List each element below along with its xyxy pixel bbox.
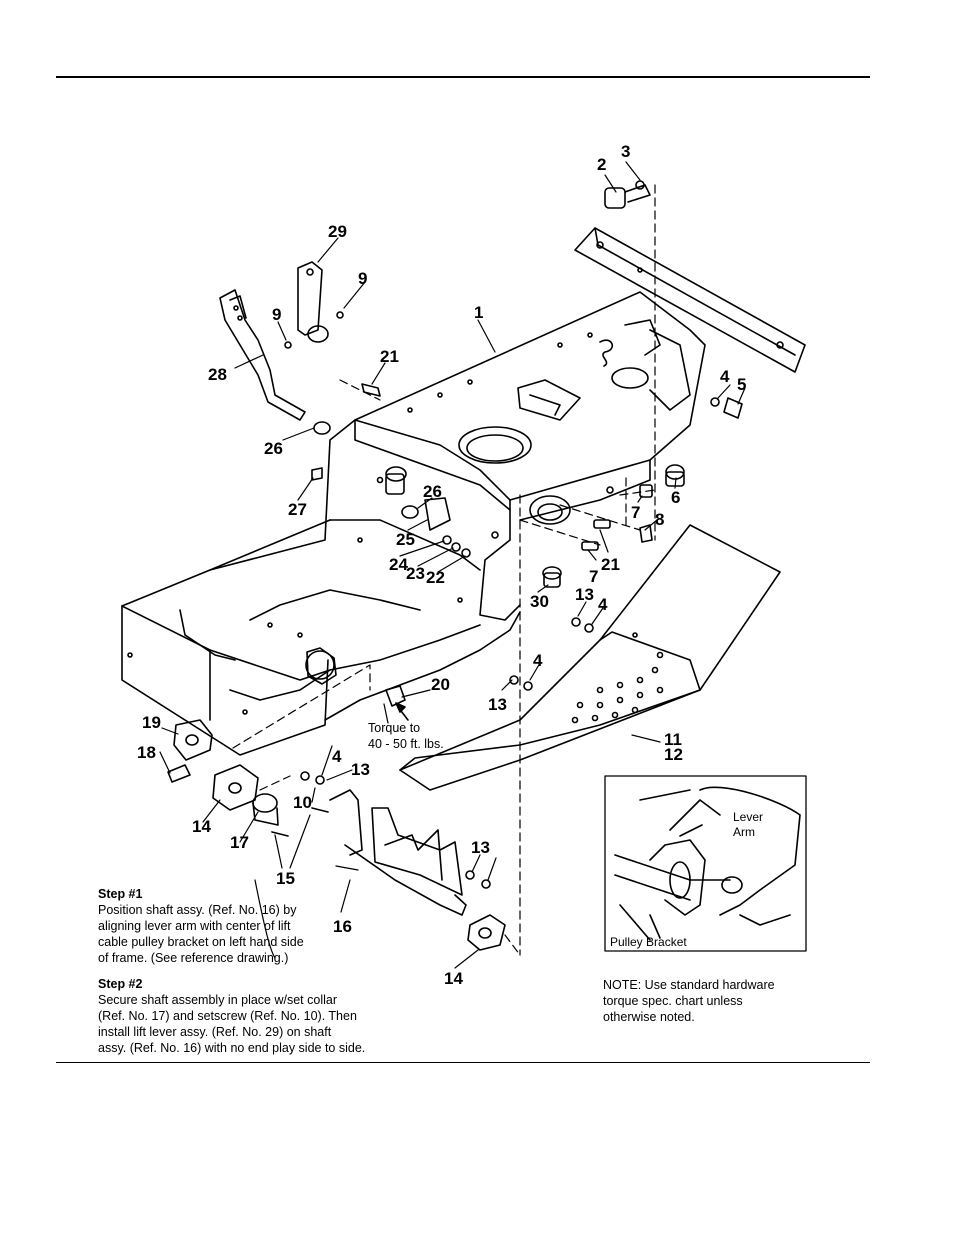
hardware-note-line: torque spec. chart unless (603, 994, 743, 1008)
callout-13: 13 (488, 695, 507, 714)
callout-29: 29 (328, 222, 347, 241)
callout-21: 21 (601, 555, 620, 574)
callout-15: 15 (276, 869, 295, 888)
callout-19: 19 (142, 713, 161, 732)
callout-2: 2 (597, 155, 606, 174)
callout-28: 28 (208, 365, 227, 384)
callout-13: 13 (575, 585, 594, 604)
callout-13: 13 (471, 838, 490, 857)
step-1-line: Position shaft assy. (Ref. No. 16) by (98, 903, 297, 917)
callout-23: 23 (406, 564, 425, 583)
step-2-title: Step #2 (98, 977, 143, 991)
callout-22: 22 (426, 568, 445, 587)
front-axle-bar (574, 227, 806, 373)
lever-arm-label-2: Arm (733, 825, 755, 839)
step-2-line: Secure shaft assembly in place w/set col… (98, 993, 337, 1007)
step-holes (571, 651, 664, 724)
step-2-line: (Ref. No. 17) and setscrew (Ref. No. 10)… (98, 1009, 357, 1023)
callout-8: 8 (655, 510, 664, 529)
step-1-note: Step #1 Position shaft assy. (Ref. No. 1… (98, 886, 428, 966)
callout-21: 21 (380, 347, 399, 366)
callout-24: 24 (389, 555, 408, 574)
inset-labels: Lever Arm Pulley Bracket (610, 810, 763, 949)
callout-10: 10 (293, 793, 312, 812)
callout-14: 14 (192, 817, 211, 836)
callout-16: 16 (333, 917, 352, 936)
callout-14: 14 (444, 969, 463, 988)
hardware-note-line: otherwise noted. (603, 1010, 695, 1024)
bottom-rule (56, 1062, 870, 1063)
callout-27: 27 (288, 500, 307, 519)
callout-12: 12 (664, 745, 683, 764)
callout-17: 17 (230, 833, 249, 852)
callout-4: 4 (598, 595, 608, 614)
step-1-line: of frame. (See reference drawing.) (98, 951, 289, 965)
callout-7: 7 (631, 503, 640, 522)
step-2-line: assy. (Ref. No. 16) with no end play sid… (98, 1041, 366, 1055)
top-rule (56, 76, 870, 78)
callout-25: 25 (396, 530, 415, 549)
step-1-line: aligning lever arm with center of lift (98, 919, 291, 933)
callout-7: 7 (589, 567, 598, 586)
callout-20: 20 (431, 675, 450, 694)
assembly-lines (232, 184, 656, 956)
torque-note-line-2: 40 - 50 ft. lbs. (368, 737, 444, 751)
torque-note-line-1: Torque to (368, 721, 420, 735)
lever-arm-label-1: Lever (733, 810, 763, 824)
reference-inset (604, 775, 807, 952)
callout-3: 3 (621, 142, 630, 161)
callout-26: 26 (264, 439, 283, 458)
callout-9: 9 (272, 305, 281, 324)
shaft-assembly (173, 719, 506, 951)
running-board (399, 524, 781, 791)
callout-4: 4 (533, 651, 543, 670)
step-1-title: Step #1 (98, 887, 143, 901)
pulley-bracket-label: Pulley Bracket (610, 935, 687, 949)
hardware-note: NOTE: Use standard hardware torque spec.… (603, 977, 833, 1025)
main-frame (121, 291, 706, 756)
torque-arrow (395, 702, 409, 721)
step-2-line: install lift lever assy. (Ref. No. 29) o… (98, 1025, 332, 1039)
step-1-line: cable pulley bracket on left hand side (98, 935, 304, 949)
torque-note: Torque to 40 - 50 ft. lbs. (368, 721, 444, 751)
leader-lines (159, 161, 746, 969)
callout-18: 18 (137, 743, 156, 762)
callout-11: 11 (664, 730, 682, 749)
callout-4: 4 (720, 367, 730, 386)
callout-5: 5 (737, 375, 746, 394)
lift-lever-assembly (219, 261, 344, 421)
callout-1: 1 (474, 303, 483, 322)
callout-4: 4 (332, 747, 342, 766)
callout-13: 13 (351, 760, 370, 779)
callout-9: 9 (358, 269, 367, 288)
callout-30: 30 (530, 592, 549, 611)
hardware-note-line: NOTE: Use standard hardware (603, 978, 775, 992)
callout-26: 26 (423, 482, 442, 501)
callout-6: 6 (671, 488, 680, 507)
step-2-note: Step #2 Secure shaft assembly in place w… (98, 976, 428, 1056)
hardware-parts (167, 180, 743, 783)
callout-labels: 1 2 3 4 4 4 4 5 6 7 7 8 9 9 10 11 12 13 … (137, 142, 746, 988)
